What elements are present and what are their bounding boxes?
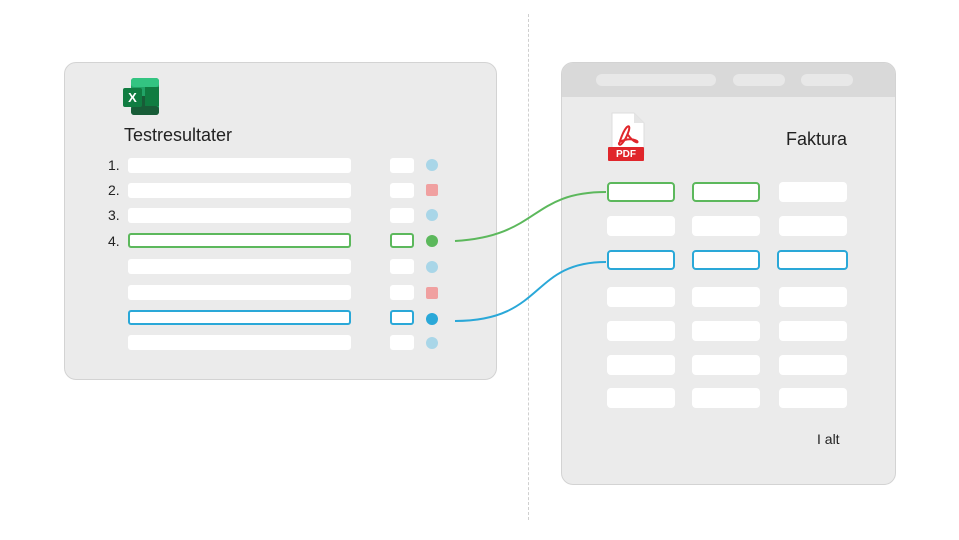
invoice-cell-r7-c1 — [607, 388, 675, 408]
invoice-cell-r2-c1 — [607, 216, 675, 236]
spreadsheet-panel: X Testresultater 1. 2. 3. 4. — [64, 62, 497, 380]
row-cell-6 — [390, 285, 414, 300]
row-cell-5 — [390, 259, 414, 274]
row-bar-4-highlighted — [128, 233, 351, 248]
row-cell-3 — [390, 208, 414, 223]
invoice-cell-r6-c1 — [607, 355, 675, 375]
divider-line — [528, 14, 529, 520]
pdf-label: PDF — [616, 149, 636, 160]
blue-connector — [454, 261, 607, 322]
row-number-1: 1. — [108, 157, 120, 173]
invoice-cell-r5-c2 — [692, 321, 760, 341]
status-square-2 — [426, 184, 438, 196]
row-bar-8 — [128, 335, 351, 350]
spreadsheet-title: Testresultater — [124, 125, 233, 145]
status-square-6 — [426, 287, 438, 299]
invoice-cell-r3-c2-highlighted — [692, 250, 760, 270]
row-number-3: 3. — [108, 207, 120, 223]
row-bar-5 — [128, 259, 351, 274]
row-bar-7-highlighted — [128, 310, 351, 325]
row-cell-8 — [390, 335, 414, 350]
row-number-2: 2. — [108, 182, 120, 198]
invoice-cell-r7-c3 — [779, 388, 847, 408]
invoice-cell-r4-c2 — [692, 287, 760, 307]
status-dot-7 — [426, 313, 438, 325]
status-dot-4 — [426, 235, 438, 247]
window-topbar — [562, 63, 895, 97]
row-cell-4-highlighted — [390, 233, 414, 248]
invoice-title: Faktura — [786, 129, 848, 149]
row-cell-1 — [390, 158, 414, 173]
row-bar-3 — [128, 208, 351, 223]
status-dot-5 — [426, 261, 438, 273]
row-bar-2 — [128, 183, 351, 198]
invoice-panel: PDF Faktura I alt — [561, 62, 896, 485]
invoice-cell-r5-c3 — [779, 321, 847, 341]
row-cell-2 — [390, 183, 414, 198]
invoice-cell-r4-c3 — [779, 287, 847, 307]
invoice-cell-r2-c2 — [692, 216, 760, 236]
row-cell-7-highlighted — [390, 310, 414, 325]
status-dot-3 — [426, 209, 438, 221]
row-bar-1 — [128, 158, 351, 173]
green-connector — [454, 191, 607, 242]
topbar-pill-3 — [801, 74, 853, 86]
invoice-cell-r6-c3 — [779, 355, 847, 375]
svg-text:X: X — [128, 90, 137, 105]
status-dot-1 — [426, 159, 438, 171]
pdf-icon: PDF — [606, 111, 650, 165]
topbar-pill-2 — [733, 74, 785, 86]
invoice-total-label: I alt — [817, 431, 840, 447]
row-bar-6 — [128, 285, 351, 300]
excel-icon: X — [121, 77, 161, 117]
invoice-cell-r1-c1-highlighted — [607, 182, 675, 202]
topbar-pill-1 — [596, 74, 716, 86]
invoice-cell-r3-c1-highlighted — [607, 250, 675, 270]
invoice-cell-r6-c2 — [692, 355, 760, 375]
invoice-cell-r5-c1 — [607, 321, 675, 341]
invoice-cell-r2-c3 — [779, 216, 847, 236]
invoice-cell-r1-c2-highlighted — [692, 182, 760, 202]
invoice-cell-r7-c2 — [692, 388, 760, 408]
row-number-4: 4. — [108, 233, 120, 249]
invoice-cell-r4-c1 — [607, 287, 675, 307]
status-dot-8 — [426, 337, 438, 349]
invoice-cell-r1-c3 — [779, 182, 847, 202]
invoice-cell-r3-c3-highlighted — [777, 250, 848, 270]
